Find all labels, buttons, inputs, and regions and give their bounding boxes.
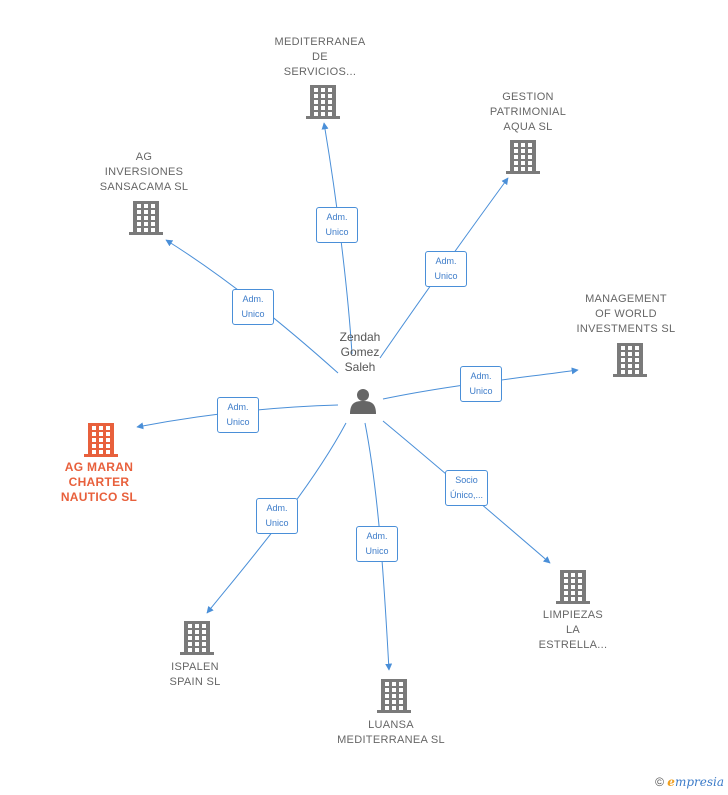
person-icon[interactable]: [350, 389, 376, 414]
role-badge-sansacama[interactable]: Adm. Unico: [232, 289, 274, 325]
person-name-label[interactable]: Zendah Gomez Saleh: [339, 330, 381, 374]
company-label-limpiezas[interactable]: LIMPIEZAS LA ESTRELLA...: [538, 609, 608, 651]
role-badge-management[interactable]: Adm. Unico: [460, 366, 502, 402]
role-badge-ispalen[interactable]: Adm. Unico: [256, 498, 298, 534]
footer-brand: © empresia: [655, 775, 724, 789]
edge-mediterranea: [321, 122, 353, 355]
role-badge-mediterranea[interactable]: Adm. Unico: [316, 207, 358, 243]
role-badge-gestion[interactable]: Adm. Unico: [425, 251, 467, 287]
company-label-sansacama[interactable]: AG INVERSIONES SANSACAMA SL: [99, 151, 189, 193]
company-label-management[interactable]: MANAGEMENT OF WORLD INVESTMENTS SL: [576, 293, 676, 335]
building-icon[interactable]: [306, 85, 340, 119]
company-label-agmaran[interactable]: AG MARAN CHARTER NAUTICO SL: [60, 460, 138, 504]
role-badge-limpiezas[interactable]: Socio Único,...: [445, 470, 489, 506]
brand-name: mpresia: [674, 775, 724, 789]
company-label-mediterranea[interactable]: MEDITERRANEA DE SERVICIOS...: [274, 36, 366, 78]
company-label-ispalen[interactable]: ISPALEN SPAIN SL: [169, 661, 221, 688]
building-icon[interactable]: [84, 423, 118, 457]
building-icon[interactable]: [129, 201, 163, 235]
role-badge-luansa[interactable]: Adm. Unico: [356, 526, 398, 562]
company-label-gestion[interactable]: GESTION PATRIMONIAL AQUA SL: [489, 91, 567, 133]
brand-initial: e: [667, 775, 675, 789]
building-icon[interactable]: [377, 679, 411, 713]
building-icon[interactable]: [180, 621, 214, 655]
building-icon[interactable]: [506, 140, 540, 174]
copyright-icon: ©: [655, 775, 664, 789]
company-label-luansa[interactable]: LUANSA MEDITERRANEA SL: [337, 719, 445, 746]
role-badge-agmaran[interactable]: Adm. Unico: [217, 397, 259, 433]
building-icon[interactable]: [613, 343, 647, 377]
building-icon[interactable]: [556, 570, 590, 604]
